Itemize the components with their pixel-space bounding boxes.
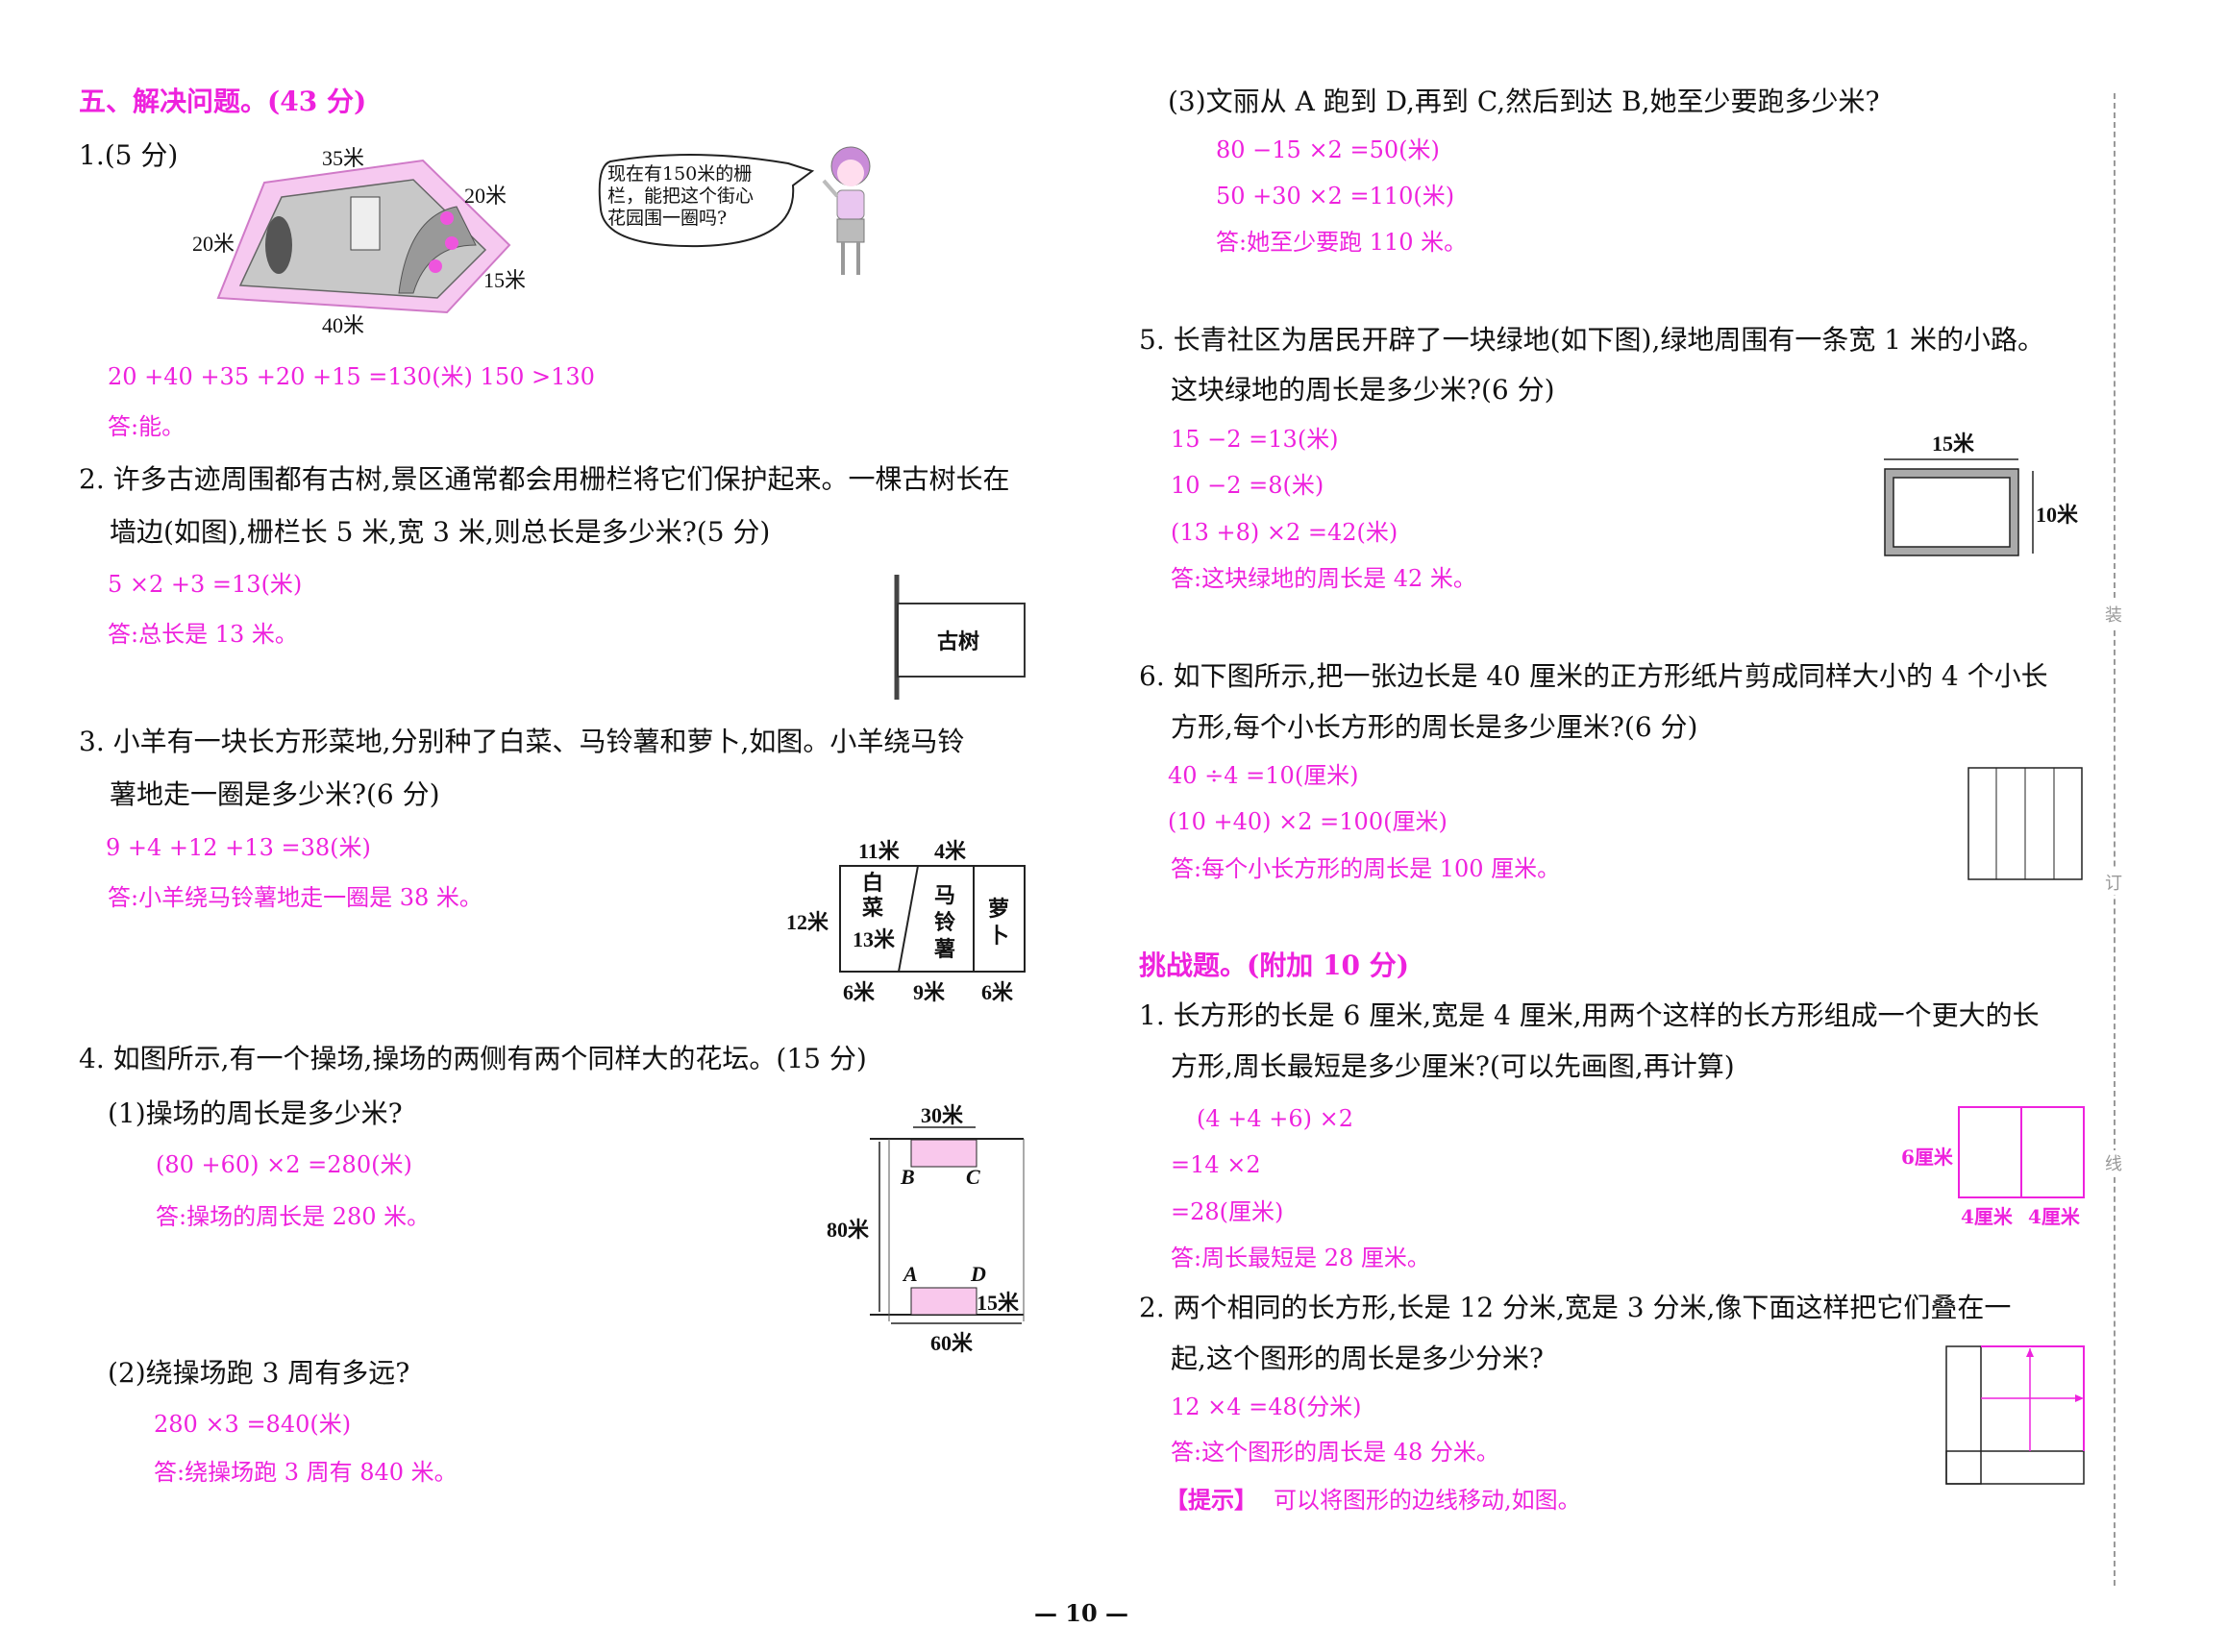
plot-label-left: 12米	[786, 910, 829, 934]
speech-line: 栏，能把这个街心	[607, 185, 755, 207]
q4-part3: (3)文丽从 A 跑到 D,再到 C,然后到达 B,她至少要跑多少米?	[1168, 86, 1880, 117]
combined-label-left: 6厘米	[1901, 1146, 1953, 1169]
page-number: — 10 —	[1033, 1599, 1129, 1627]
challenge-q2-line-1: 2. 两个相同的长方形,长是 12 分米,宽是 3 分米,像下面这样把它们叠在一	[1139, 1292, 2012, 1323]
challenge-q2-answer: 12 ×4 =48(分米)	[1171, 1393, 1362, 1420]
q5-line-2: 这块绿地的周长是多少米?(6 分)	[1171, 374, 1555, 406]
q6-reply: 答:每个小长方形的周长是 100 厘米。	[1171, 855, 1561, 882]
plot-label-diagonal: 13米	[853, 927, 896, 951]
challenge-q2-line-2: 起,这个图形的周长是多少分米?	[1171, 1343, 1544, 1374]
green-space-figure	[1884, 458, 2034, 556]
q3-line-2: 薯地走一圈是多少米?(6 分)	[110, 778, 440, 810]
q3-answer: 9 +4 +12 +13 =38(米)	[106, 834, 371, 861]
plot-label-bottom-2: 9米	[913, 980, 946, 1004]
point-d: D	[971, 1262, 986, 1286]
q4-part3-answer-1: 80 −15 ×2 =50(米)	[1216, 136, 1440, 163]
garden-figure	[216, 159, 511, 314]
combined-label-bottom-2: 4厘米	[2028, 1205, 2080, 1228]
q4-part1-answer: (80 +60) ×2 =280(米)	[156, 1151, 412, 1178]
q4-part1-reply: 答:操场的周长是 280 米。	[156, 1203, 431, 1230]
q5-reply: 答:这块绿地的周长是 42 米。	[1171, 565, 1476, 592]
q1-label: 1.(5 分)	[79, 139, 179, 171]
speech-bubble	[598, 154, 815, 248]
hint-text: 可以将图形的边线移动,如图。	[1274, 1487, 1581, 1514]
challenge-q1-line-2: 方形,周长最短是多少厘米?(可以先画图,再计算)	[1171, 1050, 1735, 1082]
challenge-q1-reply: 答:周长最短是 28 厘米。	[1171, 1245, 1430, 1271]
challenge-q1-line-1: 1. 长方形的长是 6 厘米,宽是 4 厘米,用两个这样的长方形组成一个更大的长	[1139, 999, 2040, 1031]
q6-answer-1: 40 ÷4 =10(厘米)	[1168, 762, 1359, 789]
q4-part2: (2)绕操场跑 3 周有多远?	[108, 1357, 410, 1389]
playground-label-top: 30米	[921, 1103, 964, 1127]
binding-dashed-line	[2114, 93, 2116, 1586]
q3-line-1: 3. 小羊有一块长方形菜地,分别种了白菜、马铃薯和萝卜,如图。小羊绕马铃	[79, 726, 965, 757]
q6-line-2: 方形,每个小长方形的周长是多少厘米?(6 分)	[1171, 711, 1698, 743]
challenge-title: 挑战题。(附加 10 分)	[1139, 949, 1409, 981]
speech-text: 现在有150米的栅 栏，能把这个街心 花园围一圈吗?	[607, 163, 754, 230]
q4-line: 4. 如图所示,有一个操场,操场的两侧有两个同样大的花坛。(15 分)	[79, 1043, 867, 1074]
garden-label-bottom: 40米	[322, 313, 365, 337]
speech-line: 花园围一圈吗?	[607, 208, 728, 229]
q4-part3-answer-2: 50 +30 ×2 =110(米)	[1216, 183, 1455, 210]
speech-line: 现在有150米的栅	[607, 163, 753, 185]
tree-fence-figure	[894, 575, 1026, 700]
q3-reply: 答:小羊绕马铃薯地走一圈是 38 米。	[108, 884, 483, 911]
challenge-q1-answer-2: =14 ×2	[1171, 1151, 1261, 1178]
green-label-top: 15米	[1932, 431, 1975, 456]
playground-label-left: 80米	[827, 1218, 870, 1242]
binding-mark: 线	[2105, 1150, 2122, 1175]
q4-part2-answer: 280 ×3 =840(米)	[154, 1411, 352, 1438]
binding-mark: 订	[2105, 870, 2122, 895]
green-label-right: 10米	[2036, 503, 2079, 527]
hint-label: 【提示】	[1165, 1486, 1257, 1514]
paper-strips-figure	[1967, 767, 2083, 880]
q4-part2-reply: 答:绕操场跑 3 周有 840 米。	[154, 1459, 458, 1486]
section-title: 五、解决问题。(43 分)	[79, 86, 367, 117]
playground-label-bottom: 60米	[930, 1331, 974, 1355]
plot-label-bottom-1: 6米	[843, 980, 876, 1004]
challenge-q1-answer-3: =28(厘米)	[1171, 1198, 1284, 1225]
point-a: A	[903, 1262, 918, 1286]
q2-line-2: 墙边(如图),栅栏长 5 米,宽 3 米,则总长是多少米?(5 分)	[110, 516, 771, 548]
q2-line-1: 2. 许多古迹周围都有古树,景区通常都会用栅栏将它们保护起来。一棵古树长在	[79, 463, 1010, 495]
binding-mark: 装	[2105, 602, 2122, 627]
q2-reply: 答:总长是 13 米。	[108, 621, 298, 648]
challenge-q2-reply: 答:这个图形的周长是 48 分米。	[1171, 1439, 1499, 1466]
tree-label: 古树	[937, 629, 980, 653]
q6-answer-2: (10 +40) ×2 =100(厘米)	[1168, 808, 1448, 835]
playground-figure	[870, 1126, 1025, 1324]
q5-line-1: 5. 长青社区为居民开辟了一块绿地(如下图),绿地周围有一条宽 1 米的小路。	[1139, 324, 2044, 356]
q4-part1: (1)操场的周长是多少米?	[108, 1097, 403, 1129]
point-c: C	[966, 1165, 980, 1189]
radish-label: 萝卜	[988, 897, 1010, 948]
q1-answer: 20 +40 +35 +20 +15 =130(米) 150 >130	[108, 363, 595, 390]
cabbage-label: 白菜	[862, 871, 884, 920]
playground-label-right: 15米	[977, 1291, 1020, 1315]
garden-label-top: 35米	[322, 146, 365, 170]
q2-answer: 5 ×2 +3 =13(米)	[108, 571, 303, 598]
vegetable-plot-figure	[839, 865, 1026, 973]
q5-answer-2: 10 −2 =8(米)	[1171, 472, 1324, 499]
combined-label-bottom-1: 4厘米	[1961, 1205, 2013, 1228]
q6-line-1: 6. 如下图所示,把一张边长是 40 厘米的正方形纸片剪成同样大小的 4 个小长	[1139, 660, 2048, 692]
q5-answer-1: 15 −2 =13(米)	[1171, 426, 1339, 453]
q1-reply: 答:能。	[108, 413, 186, 440]
potato-label: 马铃薯	[934, 883, 956, 961]
garden-label-right-top: 20米	[464, 184, 507, 208]
q5-answer-3: (13 +8) ×2 =42(米)	[1171, 519, 1398, 546]
garden-label-left: 20米	[192, 232, 235, 256]
combined-rectangle-figure	[1958, 1106, 2085, 1198]
plot-label-bottom-3: 6米	[981, 980, 1014, 1004]
challenge-q1-answer-1: (4 +4 +6) ×2	[1197, 1105, 1354, 1132]
q4-part3-reply: 答:她至少要跑 110 米。	[1216, 229, 1468, 256]
overlapping-rectangles-figure	[1945, 1345, 2085, 1485]
plot-label-top-1: 11米	[858, 839, 900, 863]
plot-label-top-2: 4米	[934, 839, 967, 863]
child-illustration	[822, 146, 871, 275]
point-b: B	[901, 1165, 915, 1189]
garden-label-right-bottom: 15米	[483, 268, 527, 292]
